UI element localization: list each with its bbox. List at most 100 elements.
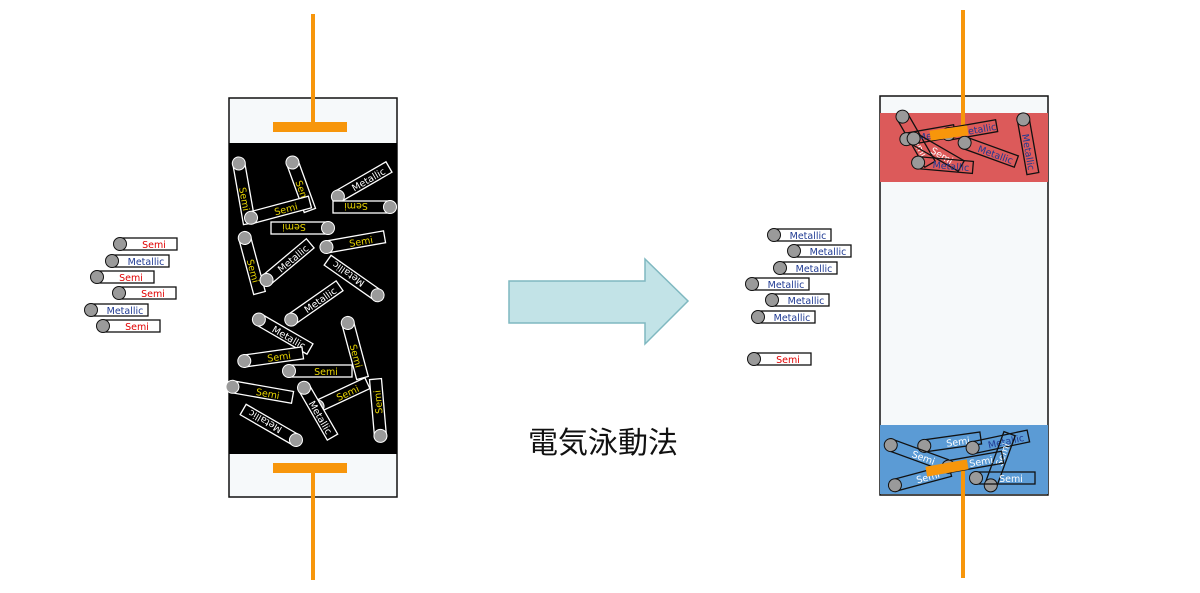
right-legend-rod-metallic: Metallic	[773, 261, 838, 275]
rod-label: Semi	[141, 289, 165, 300]
rod-cap	[773, 261, 787, 275]
rod-label: Metallic	[128, 257, 165, 268]
rod-cap	[745, 277, 759, 291]
rod-cap	[237, 354, 252, 369]
rod-cap	[906, 131, 921, 146]
right-legend-rod-metallic: Metallic	[765, 293, 830, 307]
rod-cap	[321, 221, 335, 235]
rod-cap	[765, 293, 779, 307]
rod-cap	[983, 478, 998, 493]
rod-cap	[969, 471, 983, 485]
rod-label: Semi	[119, 273, 143, 284]
rod-cap	[288, 433, 303, 447]
rod-cap	[259, 272, 274, 287]
rod-label: Metallic	[107, 306, 144, 317]
rod-cap	[887, 478, 902, 493]
left-legend-rod-semi: Semi	[112, 286, 177, 300]
rod-label: Metallic	[790, 231, 827, 242]
rod-cap	[883, 438, 898, 453]
rod-cap	[957, 135, 972, 150]
dispersed-rod-semi: Semi	[237, 346, 305, 369]
rod-label: Semi	[999, 474, 1023, 485]
rod-label: Semi	[267, 351, 292, 365]
rod-cap	[1016, 112, 1031, 127]
rod-cap	[282, 364, 296, 378]
rod-cap	[225, 379, 240, 394]
dispersed-rod-semi: Semi	[319, 230, 387, 255]
left-top-electrode-plate	[273, 122, 347, 132]
rod-label: Metallic	[796, 264, 833, 275]
dispersed-rod-semi: Semi	[270, 221, 335, 235]
rod-label: Semi	[349, 235, 374, 250]
anode-rod-metallic: Metallic	[911, 155, 975, 175]
right-legend: MetallicMetallicMetallicMetallicMetallic…	[745, 228, 852, 366]
rod-cap	[373, 428, 388, 443]
rod-cap	[112, 286, 126, 300]
rod-cap	[231, 156, 246, 171]
rod-label: Metallic	[774, 313, 811, 324]
rod-cap	[911, 155, 926, 170]
right-legend-rod-semi: Semi	[747, 352, 812, 366]
rod-cap	[747, 352, 761, 366]
rod-label: Semi	[125, 322, 149, 333]
rod-label: Semi	[344, 200, 368, 211]
left-legend-rod-semi: Semi	[96, 319, 161, 333]
rod-cap	[105, 254, 119, 268]
rod-label: Semi	[255, 387, 280, 402]
rod-cap	[113, 237, 127, 251]
rod-cap	[285, 155, 300, 170]
rod-label: Metallic	[788, 296, 825, 307]
right-tube: SemiMetallicMetallicSemiMetallicMetallic…	[879, 10, 1049, 578]
rod-cap	[787, 244, 801, 258]
right-legend-rod-metallic: Metallic	[767, 228, 832, 242]
right-legend-rod-metallic: Metallic	[787, 244, 852, 258]
rod-cap	[370, 288, 385, 303]
rod-cap	[767, 228, 781, 242]
rod-cap	[244, 210, 259, 225]
left-bottom-electrode-plate	[273, 463, 347, 473]
rod-label: Semi	[142, 240, 166, 251]
rod-label: Semi	[372, 390, 385, 415]
rod-cap	[895, 109, 910, 124]
dispersed-rod-semi: Semi	[225, 379, 295, 405]
rod-cap	[319, 240, 334, 255]
rod-cap	[340, 315, 355, 330]
caption-text: 電気泳動法	[528, 426, 678, 461]
dispersed-rod-semi: Semi	[368, 377, 388, 443]
rod-cap	[965, 440, 980, 455]
rod-label: Semi	[969, 455, 994, 470]
right-legend-rod-metallic: Metallic	[751, 310, 816, 324]
rod-cap	[284, 312, 299, 327]
dispersed-rod-semi: Semi	[332, 200, 397, 214]
rod-label: Metallic	[768, 280, 805, 291]
rod-label: Semi	[314, 367, 338, 378]
rod-label: Metallic	[810, 247, 847, 258]
left-legend-rod-metallic: Metallic	[105, 254, 170, 268]
rod-cap	[90, 270, 104, 284]
rod-cap	[751, 310, 765, 324]
right-bottom-electrode-plate	[925, 459, 969, 477]
rod-label: Semi	[946, 436, 971, 450]
left-legend-rod-semi: Semi	[113, 237, 178, 251]
dispersed-rod-semi: Semi	[282, 364, 353, 378]
right-arrow	[508, 257, 690, 346]
rod-label: Semi	[776, 355, 800, 366]
cathode-rod-semi: Semi	[969, 471, 1036, 485]
anode-rod-semi: Semi	[906, 131, 966, 173]
rod-cap	[96, 319, 110, 333]
left-legend-rod-metallic: Metallic	[84, 303, 149, 317]
right-top-electrode-plate	[929, 125, 969, 141]
rod-cap	[297, 380, 311, 395]
rod-cap	[251, 312, 266, 327]
dispersed-rod-semi: Semi	[244, 195, 313, 225]
rod-cap	[237, 230, 252, 245]
dispersed-rod-semi: Semi	[340, 315, 370, 381]
left-legend-rod-semi: Semi	[90, 270, 155, 284]
rod-label: Semi	[236, 187, 251, 212]
right-legend-rod-metallic: Metallic	[745, 277, 810, 291]
rod-cap	[383, 200, 397, 214]
